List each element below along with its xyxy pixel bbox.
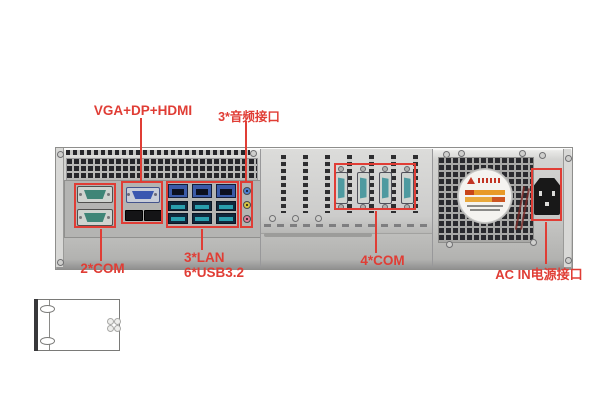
fan-label xyxy=(458,169,512,223)
lan-usb-highlight-box xyxy=(166,181,239,228)
com2-leader-line xyxy=(100,229,102,261)
com2-highlight-box xyxy=(74,183,116,228)
lan-usb-label: 3*LAN 6*USB3.2 xyxy=(184,250,254,280)
audio-jack xyxy=(243,201,251,209)
screw-icon xyxy=(446,241,453,248)
fan-logo xyxy=(467,177,500,184)
ac-pin xyxy=(545,202,549,206)
lan-usb-column xyxy=(216,184,236,226)
schematic-slot-hole xyxy=(40,305,55,313)
fan-label-line xyxy=(470,209,500,211)
panel-divider xyxy=(260,149,261,267)
schematic-grommet xyxy=(114,318,121,325)
vent-grid xyxy=(66,158,258,181)
fan-label-bar xyxy=(465,190,505,195)
usb3-port xyxy=(192,213,212,224)
ac-highlight-box xyxy=(531,168,562,221)
bottom-vent-strip xyxy=(264,224,430,227)
bottom-slot xyxy=(264,233,372,237)
usb3-port xyxy=(192,200,212,212)
screw-icon xyxy=(57,151,64,158)
audio-highlight-box xyxy=(240,181,253,228)
schematic-grommet xyxy=(107,325,114,332)
vga-highlight-box xyxy=(121,181,163,224)
screw-icon xyxy=(250,150,257,157)
lan-port xyxy=(168,184,188,198)
audio-group xyxy=(243,187,251,223)
screw-icon xyxy=(292,215,299,222)
com2-group xyxy=(77,186,115,226)
vga-port xyxy=(126,187,160,203)
usb-label-line: 6*USB3.2 xyxy=(184,265,245,280)
ac-in-label: AC IN电源接口 xyxy=(495,267,583,282)
ac-pin xyxy=(552,191,555,196)
fan-logo-text xyxy=(478,178,500,183)
rack-ear-right xyxy=(563,149,571,267)
fan-label-bar xyxy=(465,197,505,202)
schematic-bracket-line xyxy=(49,300,50,350)
ac-power-inlet xyxy=(534,178,560,215)
screw-icon xyxy=(565,257,572,264)
schematic-slot-hole xyxy=(40,337,55,345)
slot-vent-column xyxy=(325,155,330,213)
usb3-port xyxy=(168,213,188,224)
screw-icon xyxy=(269,215,276,222)
hdmi-port xyxy=(125,210,143,221)
schematic-grommet xyxy=(107,318,114,325)
lan-port xyxy=(192,184,212,198)
db9-connector xyxy=(356,172,370,204)
slot-vent-column xyxy=(369,155,374,213)
audio-label: 3*音频接口 xyxy=(218,110,280,124)
schematic-grommet xyxy=(114,325,121,332)
lan-usb-column xyxy=(168,184,188,226)
rack-ear-left xyxy=(56,148,64,267)
ac-pin xyxy=(539,191,542,196)
panel-divider xyxy=(432,149,433,267)
expansion-com-port xyxy=(400,166,414,210)
lan-usb-leader-line xyxy=(201,229,203,250)
screw-icon xyxy=(565,155,572,162)
ac-leader-line xyxy=(545,222,547,264)
slot-vent-column xyxy=(347,155,352,213)
schematic-bracket-edge xyxy=(34,299,38,351)
screw-icon xyxy=(530,239,537,246)
screw-icon xyxy=(458,150,465,157)
audio-leader-line xyxy=(245,121,247,182)
com-port-db9 xyxy=(77,186,113,203)
usb3-port xyxy=(168,200,188,212)
vga-dp-hdmi-label: VGA+DP+HDMI xyxy=(93,103,193,118)
lan-port xyxy=(216,184,236,198)
lan-label-line: 3*LAN xyxy=(184,250,225,265)
slot-vent-column xyxy=(281,155,286,213)
fan-label-line xyxy=(467,205,503,207)
usb3-port xyxy=(216,213,236,224)
audio-jack xyxy=(243,187,251,195)
vent-strip xyxy=(66,150,250,155)
vga-leader-line xyxy=(140,118,142,182)
screw-icon xyxy=(57,259,64,266)
usb3-port xyxy=(216,200,236,212)
audio-jack xyxy=(243,215,251,223)
db9-connector xyxy=(400,172,414,204)
screw-icon xyxy=(519,150,526,157)
com2-label: 2*COM xyxy=(80,261,125,276)
lan-usb-column xyxy=(192,184,212,226)
screw-icon xyxy=(315,215,322,222)
com4-label: 4*COM xyxy=(360,253,405,268)
com4-highlight-box xyxy=(334,163,416,210)
com-port-db9 xyxy=(77,209,113,226)
com4-leader-line xyxy=(375,211,377,253)
slot-vent-column xyxy=(391,155,396,213)
db9-connector xyxy=(378,172,392,204)
fan-logo-mark xyxy=(467,177,475,184)
slot-vent-column xyxy=(303,155,308,213)
screw-icon xyxy=(539,152,546,159)
lan-usb-group xyxy=(168,184,238,226)
